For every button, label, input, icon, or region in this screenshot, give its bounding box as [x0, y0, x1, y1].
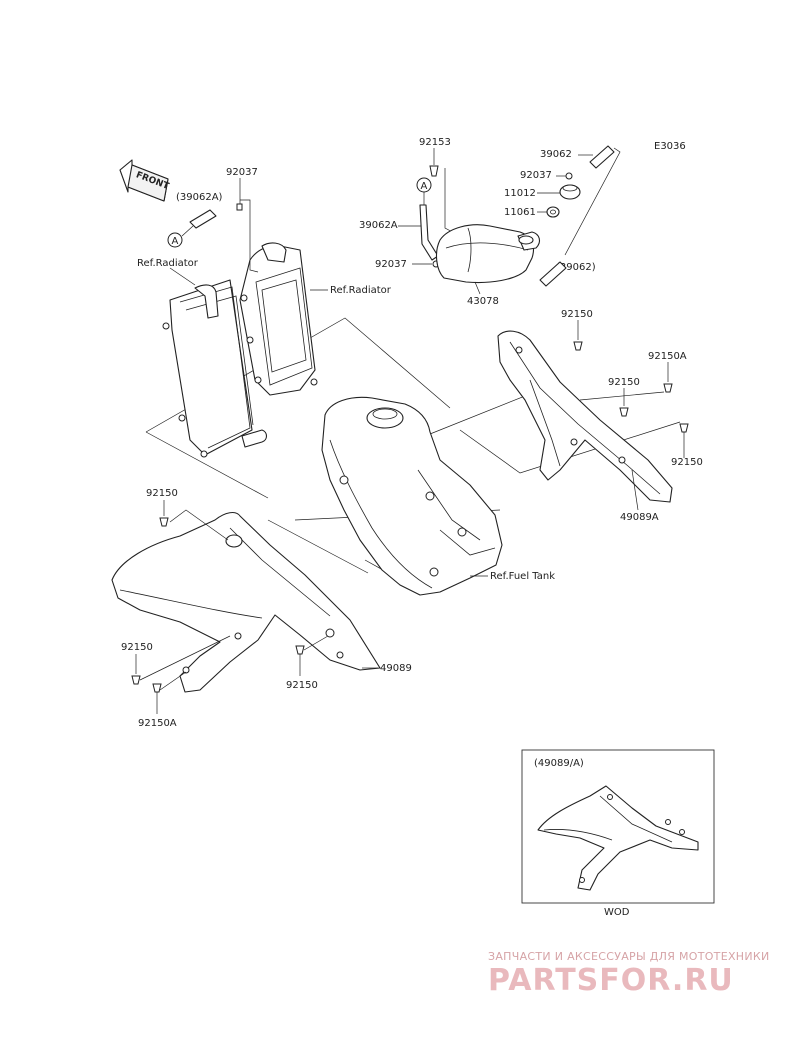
- label-92037-mid: 92037: [375, 259, 407, 270]
- bolt-92150a-left: [152, 683, 162, 693]
- label-92150-c: 92150: [671, 457, 703, 468]
- hose-39062a-ghost: [189, 209, 217, 229]
- inset-panel: (49089/A) WOD: [521, 749, 715, 918]
- label-49089: 49089: [380, 663, 412, 674]
- inset-caption: WOD: [604, 907, 630, 918]
- diagram-code: E3036: [654, 141, 686, 152]
- ref-radiator-right-label: Ref.Radiator: [330, 285, 392, 296]
- left-radiator: [162, 279, 268, 458]
- inset-label: (49089/A): [534, 758, 584, 769]
- bolt-92150-c: [679, 423, 689, 433]
- front-arrow-icon: FRONT: [119, 159, 171, 202]
- shroud-49089: [111, 511, 381, 693]
- label-92037-top: 92037: [520, 170, 552, 181]
- hose-39062-ghost: [539, 261, 567, 287]
- callout-a-right-text: A: [421, 181, 428, 192]
- ref-fuel-tank-label: Ref.Fuel Tank: [490, 571, 555, 582]
- label-92037-left: 92037: [226, 167, 258, 178]
- label-92150a-right: 92150A: [648, 351, 687, 362]
- inset-shroud: [537, 785, 699, 891]
- label-39062: 39062: [540, 149, 572, 160]
- reservoir-tank-43078: [435, 224, 541, 283]
- label-39062a-paren: (39062A): [176, 192, 223, 203]
- label-11012: 11012: [504, 188, 536, 199]
- bolt-92153: [429, 165, 439, 177]
- bolt-92150-d: [159, 517, 169, 527]
- clamp-92037-top: [565, 172, 573, 180]
- label-43078: 43078: [467, 296, 499, 307]
- label-49089a: 49089A: [620, 512, 659, 523]
- label-92150-b: 92150: [608, 377, 640, 388]
- fuel-tank: [321, 396, 503, 596]
- hose-39062a: [419, 204, 439, 261]
- label-39062a: 39062A: [359, 220, 398, 231]
- bolt-92150-e: [131, 675, 141, 685]
- ref-radiator-left-label: Ref.Radiator: [137, 258, 199, 269]
- label-11061: 11061: [504, 207, 536, 218]
- callout-a-left: [167, 232, 183, 248]
- hose-39062: [589, 145, 615, 169]
- label-92150-d: 92150: [146, 488, 178, 499]
- clamp-icon: [236, 203, 243, 211]
- right-radiator: [239, 242, 318, 396]
- watermark-tagline: ЗАПЧАСТИ И АКСЕССУАРЫ ДЛЯ МОТОТЕХНИКИ: [488, 950, 770, 963]
- label-39062-paren: (39062): [556, 262, 596, 273]
- bolt-92150-b: [619, 407, 629, 417]
- bolt-92150-f: [295, 645, 305, 655]
- bolt-92150a-right: [663, 383, 673, 393]
- label-92150-f: 92150: [286, 680, 318, 691]
- label-92150a-left: 92150A: [138, 718, 177, 729]
- shroud-49089a: [497, 330, 673, 503]
- label-92150-a: 92150: [561, 309, 593, 320]
- bolt-92150-a: [573, 341, 583, 351]
- label-92150-e: 92150: [121, 642, 153, 653]
- label-92153: 92153: [419, 137, 451, 148]
- watermark-brand: PARTSFOR.RU: [488, 963, 734, 998]
- callout-a-left-text: A: [172, 236, 179, 247]
- gasket-11061: [546, 206, 560, 218]
